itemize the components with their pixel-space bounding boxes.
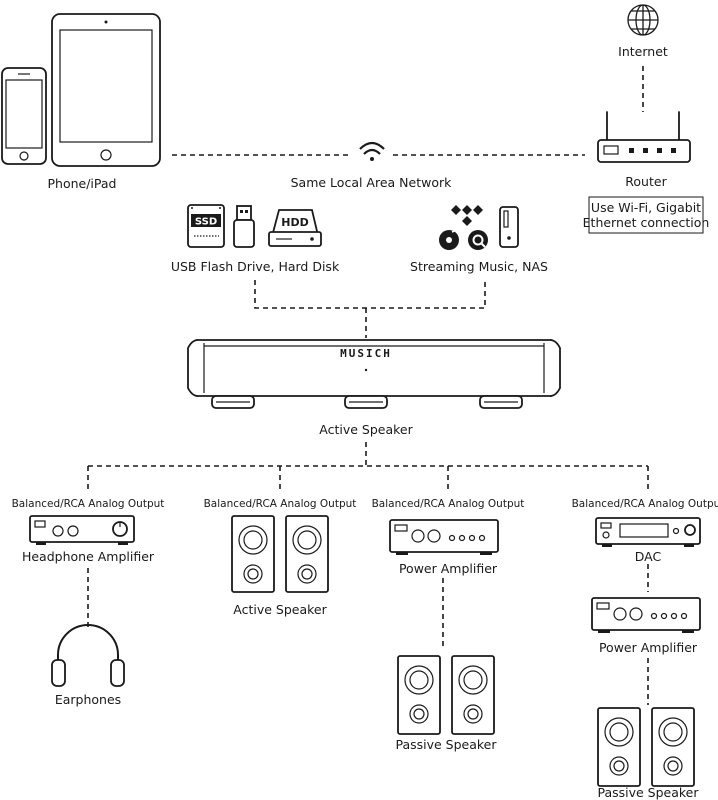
router-note-line1: Use Wi-Fi, Gigabit bbox=[591, 200, 701, 215]
storage-group: SSD HDD USB Flash Drive, Hard Disk bbox=[171, 204, 340, 274]
dac-icon bbox=[595, 517, 701, 547]
router-label: Router bbox=[625, 174, 667, 189]
output-3-header: Balanced/RCA Analog Output bbox=[372, 498, 525, 510]
streaming-nas-label: Streaming Music, NAS bbox=[410, 259, 548, 274]
chain-3-device-2-label: Passive Speaker bbox=[395, 737, 497, 752]
router-icon bbox=[597, 111, 691, 163]
output-1-header: Balanced/RCA Analog Output bbox=[12, 498, 165, 510]
chain-4-device-3-label: Passive Speaker bbox=[597, 785, 699, 800]
phone-icon bbox=[1, 67, 47, 165]
power-amplifier-icon-2 bbox=[591, 597, 701, 633]
chain-1-device-2-label: Earphones bbox=[55, 692, 121, 707]
output-2-header: Balanced/RCA Analog Output bbox=[204, 498, 357, 510]
router-note-box: Use Wi-Fi, Gigabit Ethernet connection bbox=[583, 196, 710, 234]
headphone-amplifier-icon bbox=[29, 515, 135, 545]
hdd-text: HDD bbox=[281, 216, 308, 229]
tidal-icon bbox=[451, 205, 483, 226]
wifi-icon bbox=[359, 141, 385, 161]
nas-icon bbox=[499, 206, 519, 248]
streaming-group: Streaming Music, NAS bbox=[410, 205, 548, 274]
usb-drive-icon bbox=[233, 205, 255, 248]
ssd-text: SSD bbox=[195, 217, 217, 228]
chain-4-device-1-label: DAC bbox=[635, 549, 662, 564]
headphones-icon bbox=[51, 624, 125, 687]
connection-lines bbox=[87, 66, 649, 705]
globe-icon bbox=[627, 4, 659, 36]
ssd-icon: SSD bbox=[187, 204, 225, 248]
device-brand-logo: MUSICH bbox=[340, 347, 392, 360]
device-feet bbox=[211, 395, 523, 409]
main-device-group: MUSICH Active Speaker bbox=[187, 339, 561, 437]
chain-2-device-1-label: Active Speaker bbox=[233, 602, 327, 617]
router-note-line2: Ethernet connection bbox=[583, 215, 710, 230]
usb-hdd-label: USB Flash Drive, Hard Disk bbox=[171, 259, 340, 274]
music-app-icon bbox=[439, 229, 459, 250]
storage-line bbox=[254, 280, 486, 309]
passive-speakers-icon-1 bbox=[397, 655, 495, 735]
internet-label: Internet bbox=[618, 44, 668, 59]
main-device-label: Active Speaker bbox=[319, 422, 413, 437]
chain-1-device-1-label: Headphone Amplifier bbox=[22, 549, 155, 564]
output-4-header: Balanced/RCA Analog Output bbox=[572, 498, 718, 510]
phone-ipad-group: Phone/iPad bbox=[1, 13, 161, 191]
chain-4-device-2-label: Power Amplifier bbox=[599, 640, 698, 655]
power-amplifier-icon bbox=[389, 519, 499, 555]
chain-3-device-1-label: Power Amplifier bbox=[399, 561, 498, 576]
passive-speakers-icon-2 bbox=[597, 707, 695, 787]
phone-ipad-label: Phone/iPad bbox=[48, 176, 117, 191]
qobuz-icon bbox=[468, 230, 488, 250]
hdd-icon: HDD bbox=[268, 209, 322, 247]
active-speakers-icon bbox=[231, 515, 329, 593]
tablet-icon bbox=[51, 13, 161, 167]
lan-label: Same Local Area Network bbox=[291, 175, 452, 190]
